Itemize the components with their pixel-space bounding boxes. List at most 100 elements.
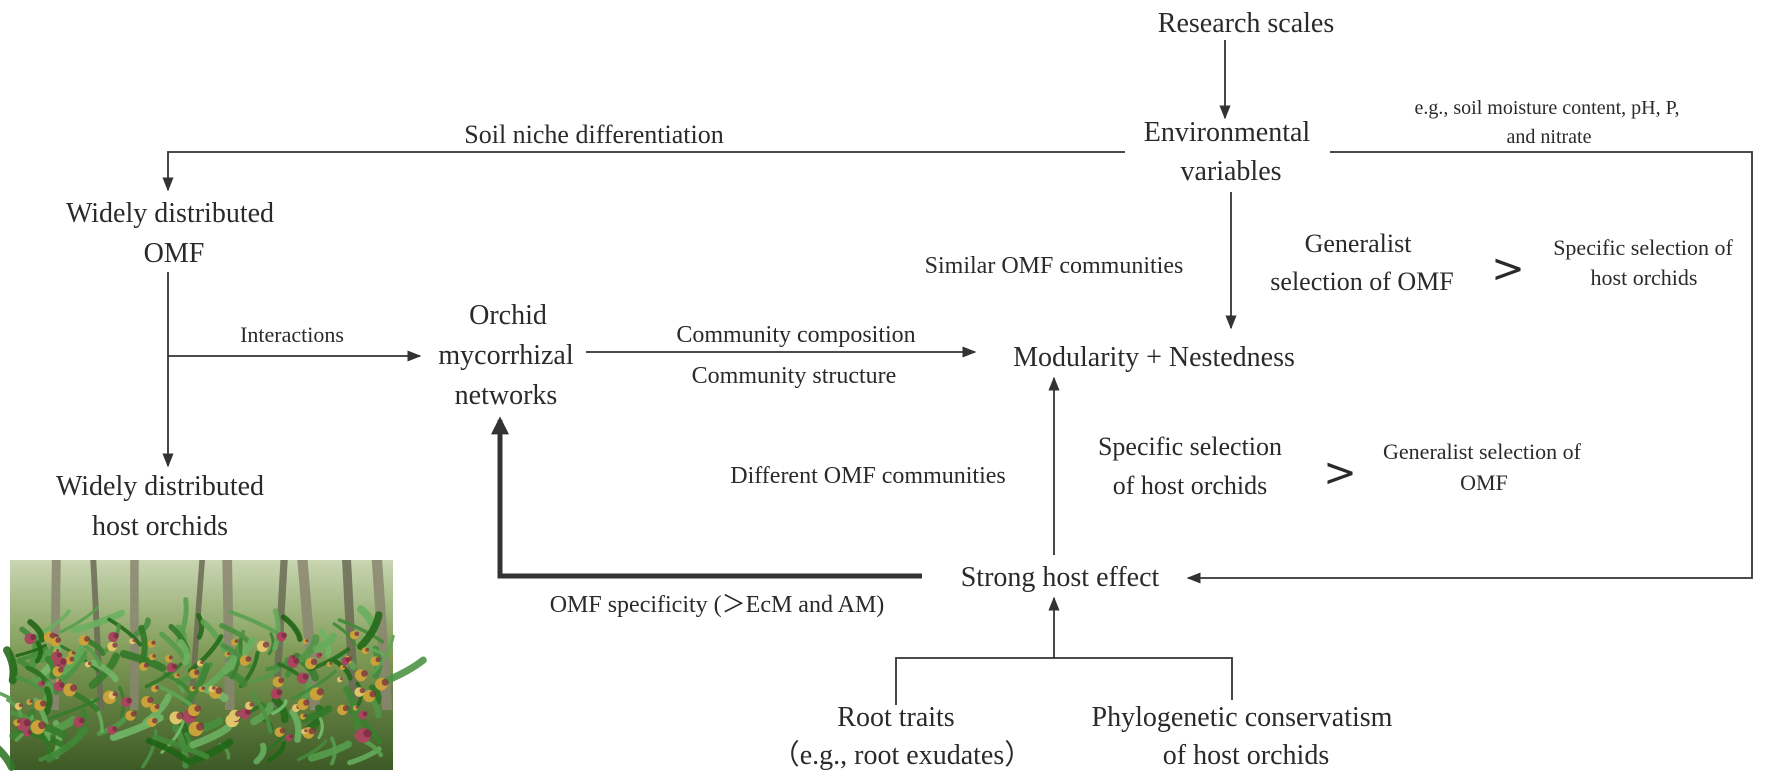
leaf xyxy=(331,658,353,681)
leaf xyxy=(290,669,337,701)
leaf xyxy=(145,737,190,763)
orchid-flower-lip xyxy=(308,727,315,735)
orchid-flower-lip xyxy=(365,647,370,652)
leaf xyxy=(37,730,52,755)
orchid-flower-lip xyxy=(339,677,343,681)
orchid-flower-lip xyxy=(196,722,205,731)
orchid-flower-lip xyxy=(71,651,76,655)
leaf xyxy=(297,739,328,762)
leaf xyxy=(332,622,357,647)
orchid-flower-lip xyxy=(30,634,37,641)
leaf xyxy=(45,726,89,763)
node-specific-lower-line1: Specific selection xyxy=(1098,432,1282,461)
orchid-flower-lip xyxy=(113,632,119,639)
orchid-flower-lip xyxy=(143,662,149,668)
node-env-line1: Environmental xyxy=(1144,117,1311,148)
leaf xyxy=(297,634,320,663)
node-specific-right-line1: Specific selection of xyxy=(1553,235,1733,260)
leaf xyxy=(107,617,143,647)
orchid-flower-lip xyxy=(192,686,196,690)
orchid-flower-lip xyxy=(16,719,21,724)
orchid-flower-lip xyxy=(40,700,47,707)
leaf xyxy=(308,647,351,672)
orchid-flower-lip xyxy=(49,632,56,639)
orchid-flower-lip xyxy=(302,673,309,680)
orchid-flower-lip xyxy=(112,642,118,648)
orchid-flower-lip xyxy=(262,641,269,648)
env-note-line2: and nitrate xyxy=(1507,126,1592,148)
leaf xyxy=(39,609,71,635)
orchid-flower-lip xyxy=(155,685,159,690)
orchid-flower-lip xyxy=(289,734,294,739)
leaf xyxy=(266,741,287,763)
node-phylo-line1: Phylogenetic conservatism xyxy=(1092,702,1393,733)
leaf xyxy=(369,684,382,706)
leaf xyxy=(90,659,119,683)
node-generalist-line1: Generalist xyxy=(1305,229,1413,258)
orchid-flower-lip xyxy=(304,729,308,733)
node-strong-host: Strong host effect xyxy=(961,562,1160,593)
node-specific-lower-line2: of host orchids xyxy=(1113,471,1268,500)
orchid-flower-lip xyxy=(342,705,349,712)
leaf xyxy=(187,634,224,674)
leaf xyxy=(202,654,238,692)
photo-flowers xyxy=(13,630,389,743)
leaf xyxy=(141,729,158,769)
orchid-flower-lip xyxy=(293,657,300,664)
orchid-flower-lip xyxy=(57,667,64,673)
leaf xyxy=(381,656,427,686)
orchid-flower-lip xyxy=(303,699,310,706)
orchid-flower-lip xyxy=(212,686,216,690)
orchid-flower-lip xyxy=(41,681,45,685)
node-orchid-line1: Orchid xyxy=(469,300,547,331)
orchid-flower-lip xyxy=(147,697,154,704)
orchid-flower-lip xyxy=(29,699,33,703)
orchid-flower-lip xyxy=(152,718,158,724)
orchid-flower-lip xyxy=(194,705,201,712)
leaf xyxy=(280,614,303,642)
orchid-flower-lip xyxy=(132,638,136,643)
greater-than-lower: > xyxy=(1323,450,1357,496)
leaf xyxy=(43,686,53,716)
orchid-flower-lip xyxy=(18,703,23,708)
orchid-flower-lip xyxy=(245,708,252,715)
orchid-flower-lip xyxy=(305,639,309,643)
leaf xyxy=(0,745,16,771)
orchid-flower-lip xyxy=(319,653,323,656)
node-env-line2: variables xyxy=(1180,156,1281,187)
orchid-flower-lip xyxy=(176,673,180,677)
orchid-flower-lip xyxy=(361,670,368,677)
leaf xyxy=(223,668,248,688)
node-phylo-line2: of host orchids xyxy=(1163,740,1329,771)
orchid-flower-lip xyxy=(171,663,178,669)
leaf xyxy=(182,662,211,706)
orchid-flower-lip xyxy=(362,711,368,717)
node-specific-right-line2: host orchids xyxy=(1591,265,1698,290)
leaf xyxy=(372,634,395,675)
leaf xyxy=(249,691,273,734)
node-root-traits-line1: Root traits xyxy=(837,702,954,733)
leaf xyxy=(357,611,383,651)
orchid-flower-lip xyxy=(201,686,205,690)
tree-trunk xyxy=(371,560,393,710)
leaf xyxy=(34,640,43,664)
label-community-structure: Community structure xyxy=(692,363,897,389)
orchid-flower-lip xyxy=(194,669,200,676)
label-community-composition: Community composition xyxy=(676,322,915,348)
orchid-flower-lip xyxy=(281,632,287,638)
orchid-flower-lip xyxy=(355,705,359,709)
leaf xyxy=(272,608,281,652)
leaf xyxy=(0,691,12,700)
leaf xyxy=(329,736,337,766)
orchid-flower-lip xyxy=(55,637,61,643)
label-interactions: Interactions xyxy=(240,322,344,347)
orchid-flower-lip xyxy=(310,658,318,666)
orchid-flower-lip xyxy=(154,704,160,710)
orchid-flower-lip xyxy=(23,719,32,727)
orchid-flower-lip xyxy=(345,657,351,663)
orchid-flower-lip xyxy=(112,692,117,697)
leaf xyxy=(119,650,167,672)
node-generalist-right-line1: Generalist selection of xyxy=(1383,439,1582,464)
orchid-flower-lip xyxy=(168,655,173,660)
node-orchid-line3: networks xyxy=(455,380,558,411)
